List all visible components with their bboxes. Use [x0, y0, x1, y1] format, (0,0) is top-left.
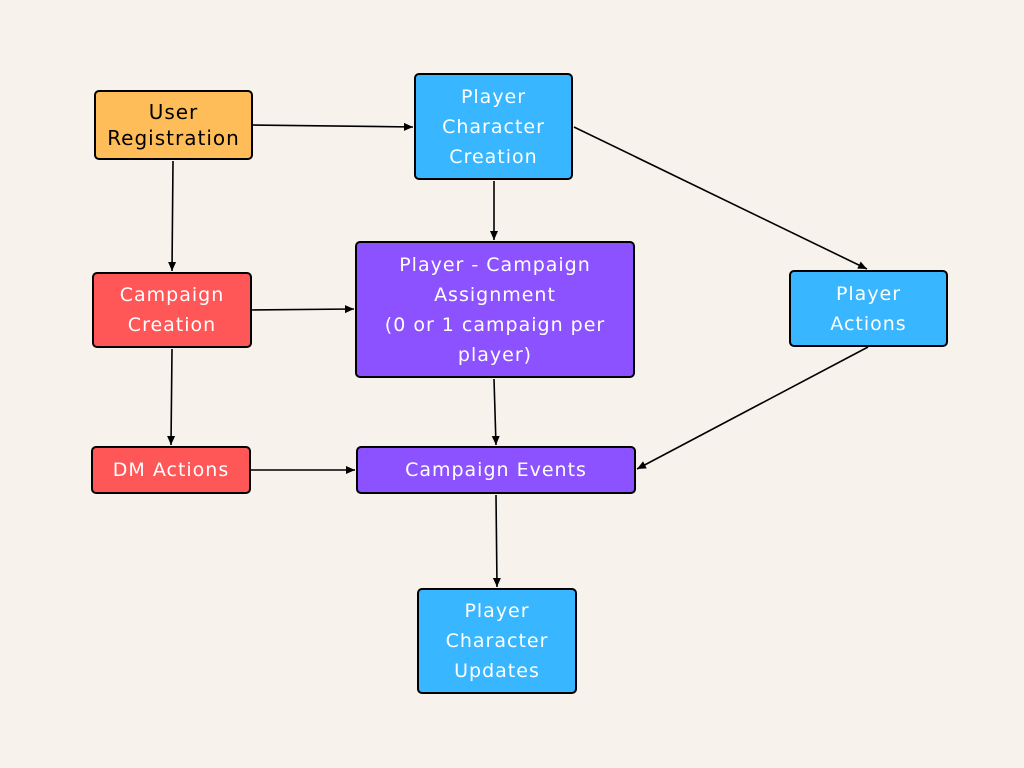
node-campaign-events: Campaign Events — [356, 446, 636, 494]
arrow-player-actions-to-campaign-events — [636, 346, 869, 470]
node-dm-actions: DM Actions — [91, 446, 251, 494]
arrow-campaign-creation-to-dm-actions — [167, 348, 176, 446]
arrow-player-campaign-assignment-to-campaign-events — [491, 378, 500, 446]
node-player-actions: Player Actions — [789, 270, 948, 347]
arrow-user-registration-to-campaign-creation — [168, 160, 177, 272]
node-user-registration: User Registration — [94, 90, 253, 160]
node-player-character-creation: Player Character Creation — [414, 73, 573, 180]
node-campaign-creation: Campaign Creation — [92, 272, 252, 348]
arrow-campaign-creation-to-player-campaign-assignment — [251, 305, 355, 314]
node-player-campaign-assignment: Player - Campaign Assignment (0 or 1 cam… — [355, 241, 635, 378]
arrow-user-registration-to-player-character-creation — [252, 122, 414, 131]
arrow-campaign-events-to-player-character-updates — [492, 494, 501, 588]
arrow-player-character-creation-to-player-actions — [573, 126, 868, 270]
node-player-character-updates: Player Character Updates — [417, 588, 577, 694]
